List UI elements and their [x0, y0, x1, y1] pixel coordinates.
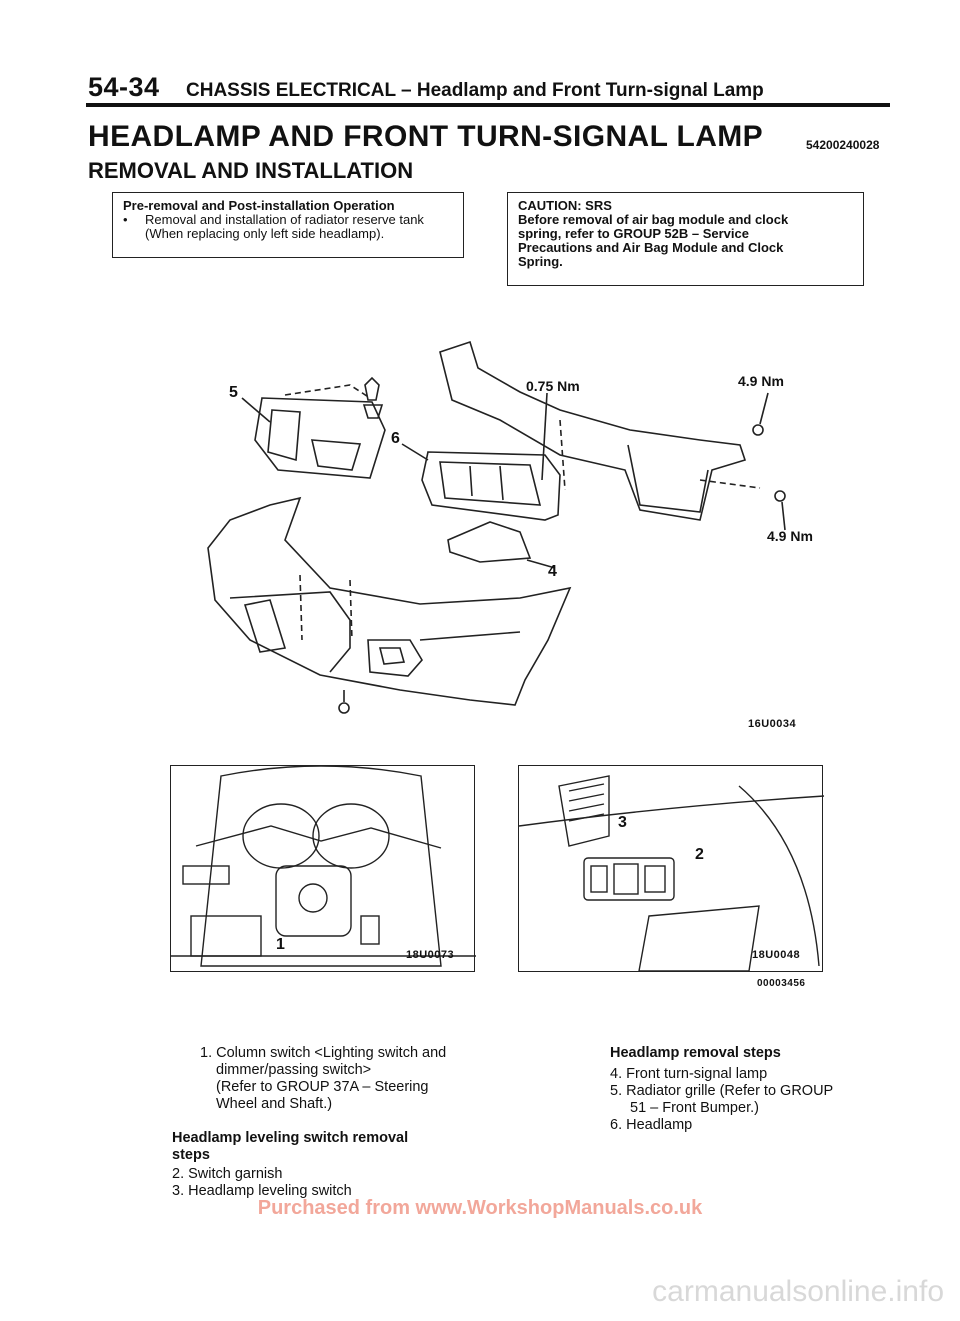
step-6: 6. Headlamp [610, 1117, 693, 1133]
figure-group-id: 00003456 [757, 978, 806, 989]
pre-removal-heading: Pre-removal and Post-installation Operat… [123, 198, 395, 213]
leveling-steps-heading: Headlamp leveling switch removal steps [172, 1130, 472, 1164]
leveling-heading-line1: Headlamp leveling switch removal [172, 1130, 409, 1146]
torque-label-3: 4.9 Nm [767, 528, 813, 544]
pre-removal-text: Removal and installation of radiator res… [145, 213, 424, 241]
caution-line5: Spring. [518, 254, 563, 269]
callout-5: 5 [229, 384, 238, 401]
caution-line1: CAUTION: SRS [518, 198, 612, 213]
document-code: 54200240028 [806, 138, 880, 152]
step-5-line1: 5. Radiator grille (Refer to GROUP [610, 1083, 834, 1099]
leveling-switch-illustration: 3 2 18U0048 [518, 765, 825, 972]
caution-line4: Precautions and Air Bag Module and Clock [518, 240, 784, 255]
leveling-heading-line2: steps [172, 1147, 210, 1163]
torque-label-2: 4.9 Nm [738, 373, 784, 389]
page-title: HEADLAMP AND FRONT TURN-SIGNAL LAMP [88, 120, 764, 153]
callout-2: 2 [695, 846, 704, 863]
caution-box: CAUTION: SRS Before removal of air bag m… [507, 192, 864, 286]
step-1-line4: Wheel and Shaft.) [216, 1096, 333, 1112]
steps-left: 1. Column switch <Lighting switch and di… [200, 1045, 490, 1113]
column-switch-drawing [171, 765, 476, 967]
figure-id-left: 18U0073 [406, 949, 455, 961]
step-1-line1: 1. Column switch <Lighting switch and [200, 1045, 447, 1061]
callout-3: 3 [618, 814, 627, 831]
steps-right: Headlamp removal steps 4. Front turn-sig… [610, 1045, 910, 1134]
figure-id-right: 18U0048 [752, 949, 801, 961]
pre-removal-item: • Removal and installation of radiator r… [123, 213, 453, 241]
headlamp-steps-heading: Headlamp removal steps [610, 1045, 781, 1061]
pre-removal-line1: Removal and installation of radiator res… [145, 212, 424, 227]
caution-line2: Before removal of air bag module and clo… [518, 212, 789, 227]
callout-1: 1 [276, 936, 285, 953]
page-subtitle: REMOVAL AND INSTALLATION [88, 158, 414, 183]
site-watermark: carmanualsonline.info [652, 1275, 944, 1308]
header-rule [86, 103, 890, 107]
pre-removal-line2: (When replacing only left side headlamp)… [145, 226, 385, 241]
step-1-line3: (Refer to GROUP 37A – Steering [216, 1079, 429, 1095]
caution-line3: spring, refer to GROUP 52B – Service [518, 226, 749, 241]
step-4: 4. Front turn-signal lamp [610, 1066, 768, 1082]
callout-4: 4 [548, 563, 557, 580]
step-3: 3. Headlamp leveling switch [172, 1183, 352, 1199]
pre-removal-box: Pre-removal and Post-installation Operat… [112, 192, 464, 258]
callout-6: 6 [391, 430, 400, 447]
leveling-steps: 2. Switch garnish 3. Headlamp leveling s… [172, 1166, 472, 1200]
column-switch-illustration: 1 18U0073 [170, 765, 476, 972]
page-number: 54-34 [88, 72, 160, 102]
dashboard-drawing [518, 775, 825, 972]
purchase-watermark: Purchased from www.WorkshopManuals.co.uk [257, 1197, 703, 1219]
step-2: 2. Switch garnish [172, 1166, 283, 1182]
torque-label-1: 0.75 Nm [526, 378, 580, 394]
section-title: CHASSIS ELECTRICAL – Headlamp and Front … [186, 80, 764, 101]
step-1-line2: dimmer/passing switch> [216, 1062, 372, 1078]
figure-id-main: 16U0034 [748, 718, 797, 730]
bullet-dot: • [123, 212, 128, 227]
step-5-line2: 51 – Front Bumper.) [630, 1100, 759, 1116]
